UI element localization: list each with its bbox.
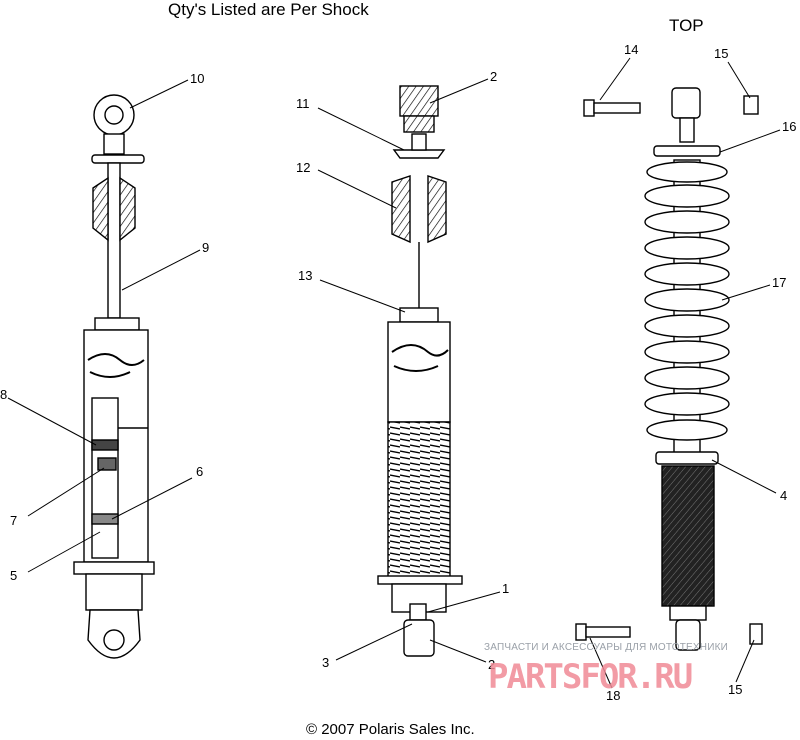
- nut-15-bottom: [749, 623, 763, 645]
- nut-15-top: [743, 95, 759, 115]
- bolt-18: [575, 623, 631, 641]
- callout-13: 13: [298, 268, 312, 283]
- callout-numbers: 10 9 8 7 6 5 2 11 12 13 1 3 2 14 15 16 1…: [0, 42, 796, 703]
- callout-leaders: [7, 57, 781, 689]
- bolt-14: [583, 99, 641, 117]
- coil-spring: [644, 161, 730, 441]
- callout-11: 11: [296, 96, 310, 111]
- callout-4: 4: [780, 488, 787, 503]
- callout-7: 7: [10, 513, 17, 528]
- copyright-notice: © 2007 Polaris Sales Inc.: [306, 721, 475, 738]
- diagram-heading: Qty's Listed are Per Shock: [168, 0, 369, 19]
- callout-15-bottom: 15: [728, 682, 742, 697]
- watermark-caption: ЗАПЧАСТИ И АКСЕССУАРЫ ДЛЯ МОТОТЕХНИКИ: [484, 642, 729, 653]
- callout-6: 6: [196, 464, 203, 479]
- left-shock-assembly: [73, 94, 155, 659]
- callout-5: 5: [10, 568, 17, 583]
- callout-2-bottom: 2: [488, 657, 495, 672]
- callout-9: 9: [202, 240, 209, 255]
- callout-18: 18: [606, 688, 620, 703]
- callout-16: 16: [782, 119, 796, 134]
- callout-17: 17: [772, 275, 786, 290]
- middle-shock-assembly: [377, 85, 463, 657]
- watermark-logo: PARTSFOR.RU: [488, 657, 693, 697]
- right-shock-assembly: [644, 87, 730, 651]
- callout-10: 10: [190, 71, 204, 86]
- callout-12: 12: [296, 160, 310, 175]
- callout-3: 3: [322, 655, 329, 670]
- loose-hardware: [575, 95, 763, 645]
- callout-14: 14: [624, 42, 638, 57]
- callout-15-top: 15: [714, 46, 728, 61]
- callout-8: 8: [0, 387, 7, 402]
- callout-1: 1: [502, 581, 509, 596]
- callout-2-top: 2: [490, 69, 497, 84]
- top-orientation-label: TOP: [669, 16, 704, 35]
